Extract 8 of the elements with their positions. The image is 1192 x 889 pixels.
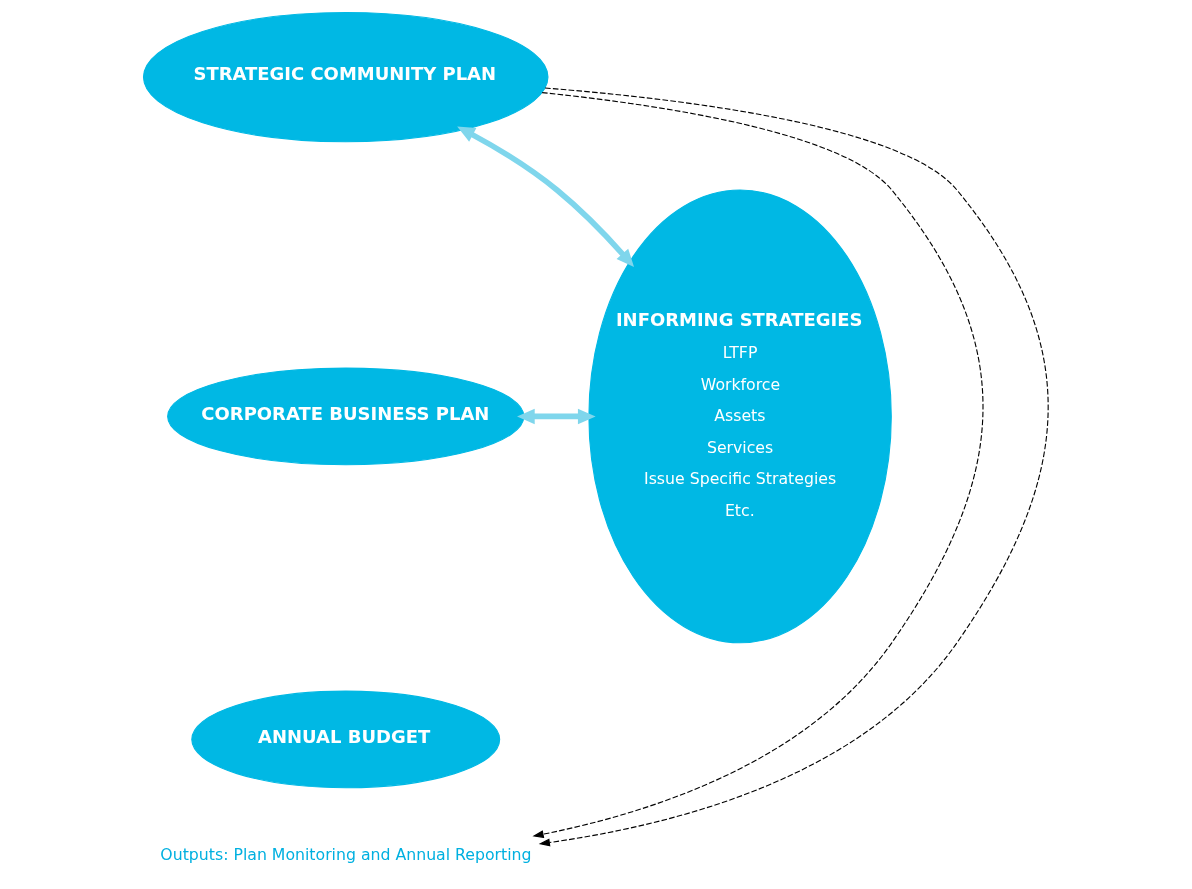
- arrow: [457, 126, 635, 268]
- node-ellipse: INFORMING STRATEGIES LTFP Workforce Assets Services Issue Specific Strategies Etc.: [588, 189, 892, 644]
- arrow: [532, 92, 984, 839]
- node-text: Outputs: Plan Monitoring and Annual Reporting: [160, 845, 532, 865]
- node-ellipse: CORPORATE BUSINESS PLAN: [167, 367, 525, 466]
- arrow: [538, 87, 1049, 847]
- node-ellipse: ANNUAL BUDGET: [191, 690, 501, 789]
- arrow: [517, 408, 596, 425]
